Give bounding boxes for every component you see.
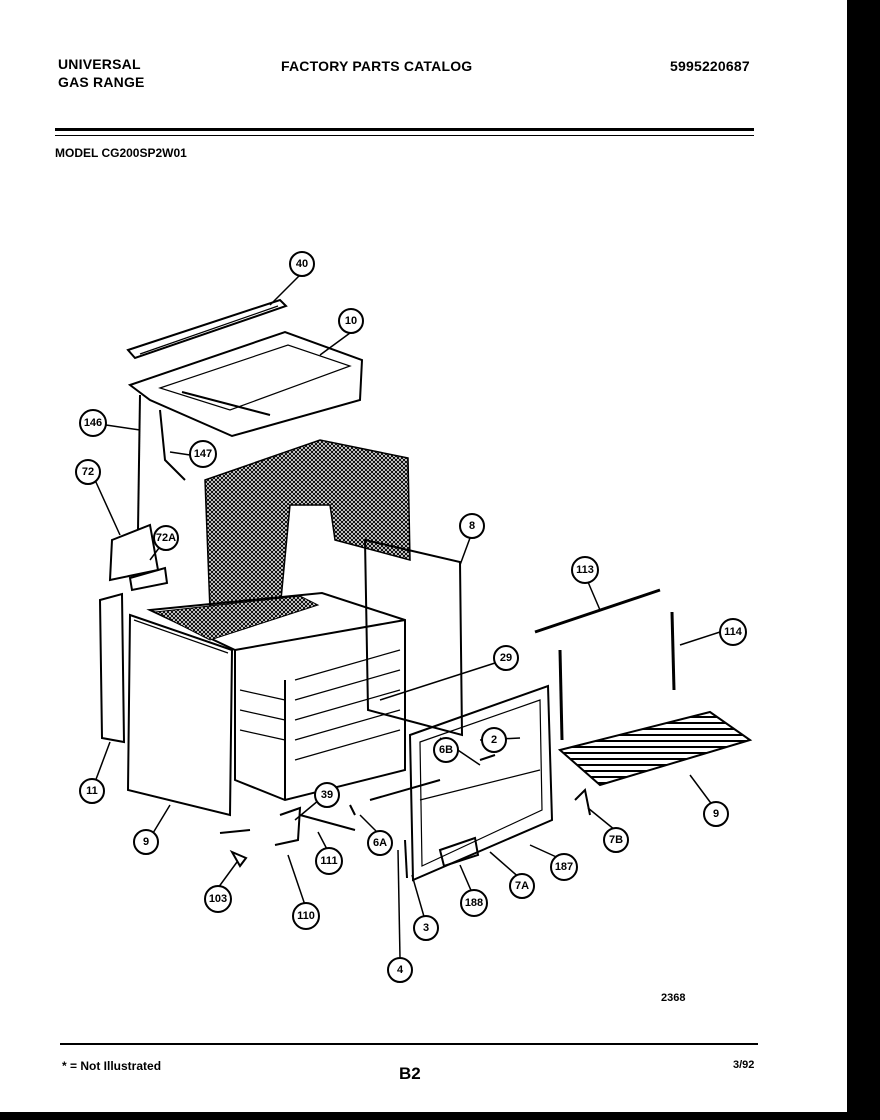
svg-text:3: 3	[423, 922, 429, 934]
callout-3: 3	[413, 915, 439, 941]
svg-text:10: 10	[345, 315, 357, 327]
small-hardware-parts	[219, 754, 591, 879]
callout-29: 29	[493, 645, 519, 671]
callout-6a: 6A	[367, 830, 393, 856]
callout-187: 187	[550, 853, 578, 881]
part-9-left-side-panel	[126, 613, 234, 817]
callout-146: 146	[79, 409, 107, 437]
callout-111: 111	[315, 847, 343, 875]
svg-text:188: 188	[465, 897, 483, 909]
svg-text:187: 187	[555, 861, 573, 873]
catalog-part-number: 5995220687	[670, 58, 750, 74]
catalog-title: FACTORY PARTS CATALOG	[281, 58, 473, 74]
part-146-147-rods	[137, 394, 186, 531]
svg-text:147: 147	[194, 448, 212, 460]
svg-text:8: 8	[469, 520, 475, 532]
callout-103: 103	[204, 885, 232, 913]
callout-110: 110	[292, 902, 320, 930]
callout-188: 188	[460, 889, 488, 917]
callout-72a: 72A	[153, 525, 179, 551]
header-rule-thick	[55, 128, 754, 131]
not-illustrated-note: * = Not Illustrated	[62, 1059, 162, 1073]
footer-rule	[60, 1043, 758, 1045]
svg-text:72: 72	[82, 466, 94, 478]
scan-edge-bottom	[0, 1112, 880, 1120]
callout-8: 8	[459, 513, 485, 539]
leader-lines	[91, 274, 721, 959]
svg-text:6B: 6B	[439, 744, 453, 756]
svg-text:39: 39	[321, 789, 333, 801]
callout-40: 40	[289, 251, 315, 277]
callout-10: 10	[338, 308, 364, 334]
part-72-bracket	[108, 523, 169, 592]
svg-text:72A: 72A	[156, 532, 176, 544]
callout-113: 113	[571, 556, 599, 584]
drawing-number: 2368	[661, 992, 686, 1004]
callout-147: 147	[189, 440, 217, 468]
callout-114: 114	[719, 618, 747, 646]
catalog-date: 3/92	[733, 1059, 755, 1071]
callout-7a: 7A	[509, 873, 535, 899]
svg-text:7A: 7A	[515, 880, 529, 892]
callout-39: 39	[314, 782, 340, 808]
svg-text:11: 11	[86, 785, 98, 797]
svg-text:40: 40	[296, 258, 308, 270]
oven-cavity-body	[146, 591, 406, 802]
scan-edge-right	[847, 0, 880, 1120]
svg-text:9: 9	[713, 808, 719, 820]
callout-9-left: 9	[133, 829, 159, 855]
svg-text:113: 113	[576, 564, 594, 576]
insulation-blanket	[204, 439, 411, 611]
svg-text:7B: 7B	[609, 834, 623, 846]
part-40-top-rail	[126, 298, 288, 360]
callout-9-rack: 9	[703, 801, 729, 827]
part-8-right-side-panel	[363, 538, 464, 737]
svg-text:114: 114	[724, 626, 743, 638]
callout-7b: 7B	[603, 827, 629, 853]
svg-text:29: 29	[500, 652, 512, 664]
part-2-front-frame	[408, 684, 554, 882]
brand-line-1: UNIVERSAL	[58, 56, 141, 72]
header-rule-thin	[55, 135, 754, 136]
brand-line-2: GAS RANGE	[58, 74, 145, 90]
svg-text:146: 146	[84, 417, 102, 429]
callout-11: 11	[79, 778, 105, 804]
part-9-oven-rack	[557, 710, 753, 787]
svg-text:9: 9	[143, 836, 149, 848]
callout-4: 4	[387, 957, 413, 983]
part-11-left-panel	[98, 592, 126, 744]
svg-text:2: 2	[491, 734, 497, 746]
svg-text:111: 111	[320, 855, 337, 867]
callout-72: 72	[75, 459, 101, 485]
part-10-cooktop-pan	[127, 330, 364, 438]
svg-text:4: 4	[397, 964, 404, 976]
callout-6b: 6B	[433, 737, 459, 763]
page-number: B2	[399, 1064, 421, 1083]
svg-text:110: 110	[297, 910, 315, 922]
part-113-114-rods	[534, 588, 676, 741]
svg-text:103: 103	[209, 893, 227, 905]
model-label: MODEL CG200SP2W01	[55, 146, 187, 160]
callout-2: 2	[481, 727, 507, 753]
svg-text:6A: 6A	[373, 837, 387, 849]
